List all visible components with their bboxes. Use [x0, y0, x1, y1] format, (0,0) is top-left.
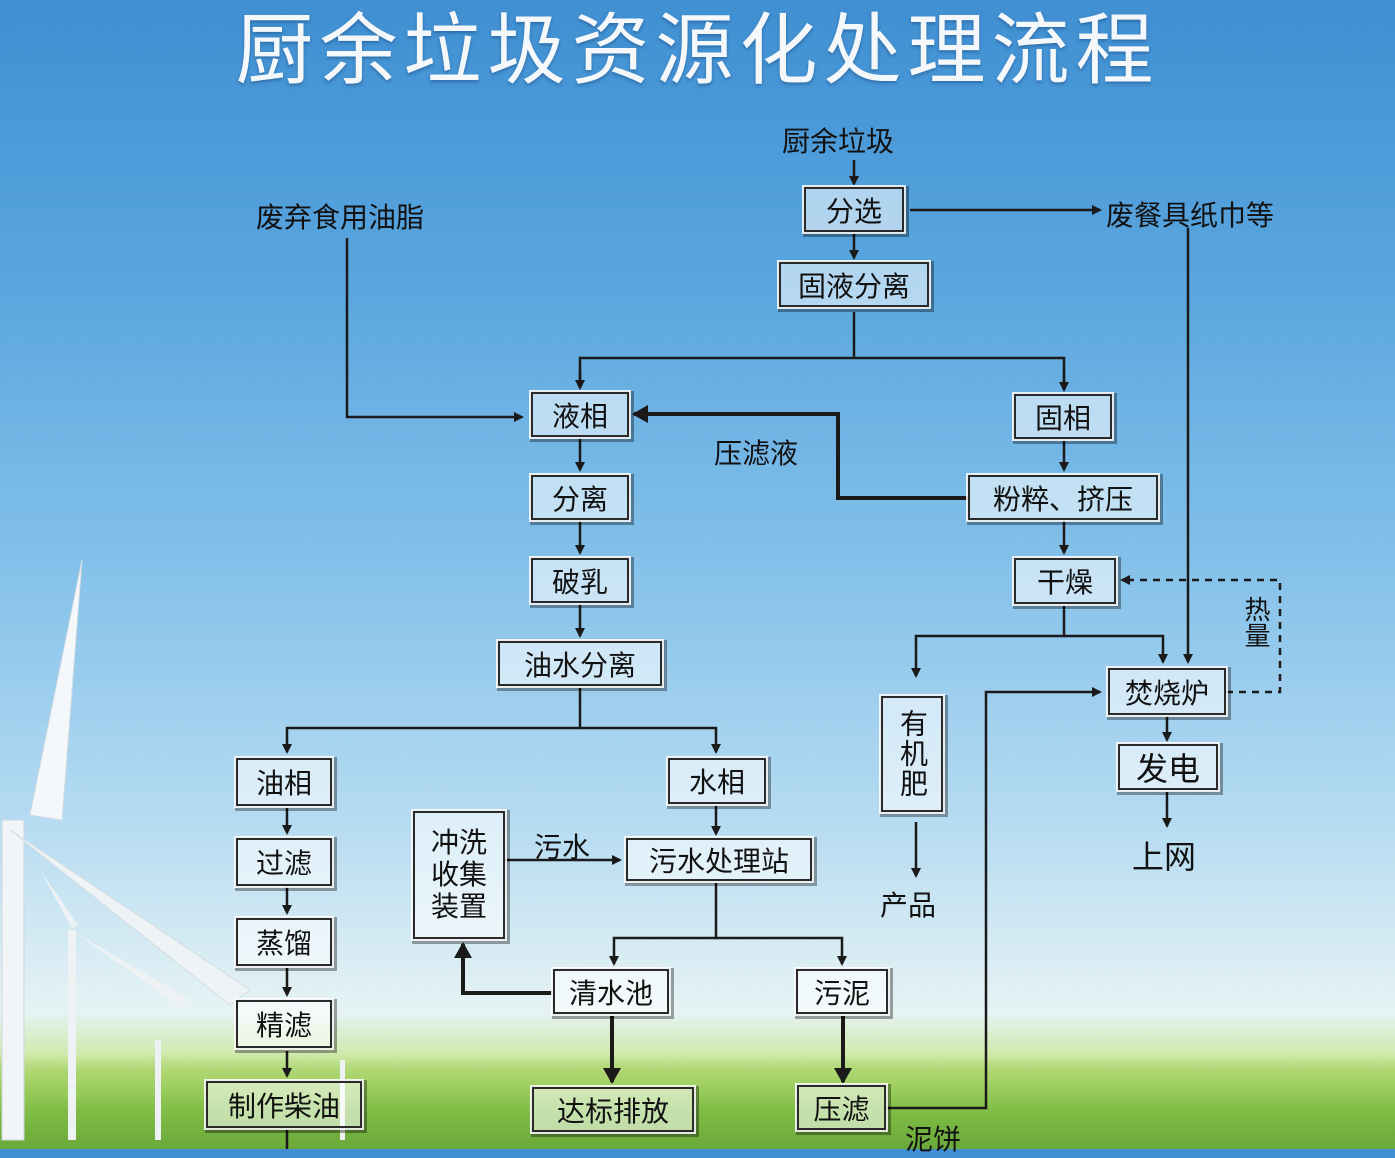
node-sewage-plant: 污水处理站: [626, 838, 812, 881]
node-liquid-phase: 液相: [531, 392, 629, 437]
node-fine-filtering: 精滤: [236, 1000, 332, 1048]
node-organic-fertilizer: 有机肥: [881, 696, 943, 812]
node-flush-collect: 冲洗收集装置: [413, 811, 505, 939]
node-waste-oil: 废弃食用油脂: [256, 201, 425, 234]
node-power-generation: 发电: [1118, 744, 1218, 790]
node-press-filter: 压滤: [797, 1085, 886, 1130]
node-incinerator: 焚烧炉: [1108, 668, 1226, 715]
node-sewage: 污水: [534, 831, 591, 864]
wind-turbine-illustration: [1, 559, 345, 1141]
node-solid-phase: 固相: [1014, 394, 1112, 439]
node-crush-squeeze: 粉粹、挤压: [968, 475, 1158, 520]
node-filtering: 过滤: [236, 838, 332, 886]
node-separation: 分离: [531, 475, 629, 520]
node-oil-water-separation: 油水分离: [498, 641, 662, 686]
node-drying: 干燥: [1014, 558, 1116, 604]
node-solid-liquid-separation: 固液分离: [779, 262, 929, 307]
node-mud-cake: 泥饼: [905, 1123, 962, 1156]
node-press-filtrate: 压滤液: [714, 437, 799, 470]
node-discharge: 达标排放: [532, 1087, 694, 1132]
page-title: 厨余垃圾资源化处理流程: [235, 6, 1160, 96]
node-clear-pool: 清水池: [553, 969, 669, 1014]
node-biodiesel: 制作柴油: [206, 1081, 362, 1128]
node-distillation: 蒸馏: [236, 918, 332, 966]
node-oil-phase: 油相: [236, 758, 332, 806]
node-discarded-tableware: 废餐具纸巾等: [1106, 199, 1275, 232]
node-grid: 上网: [1132, 838, 1197, 876]
node-sludge: 污泥: [796, 969, 888, 1014]
node-product: 产品: [880, 889, 937, 922]
node-water-phase: 水相: [668, 758, 766, 804]
node-kitchen-waste: 厨余垃圾: [782, 125, 895, 158]
node-sorting: 分选: [804, 187, 904, 232]
node-heat: 热量: [1240, 596, 1270, 648]
node-demulsify: 破乳: [531, 558, 629, 603]
